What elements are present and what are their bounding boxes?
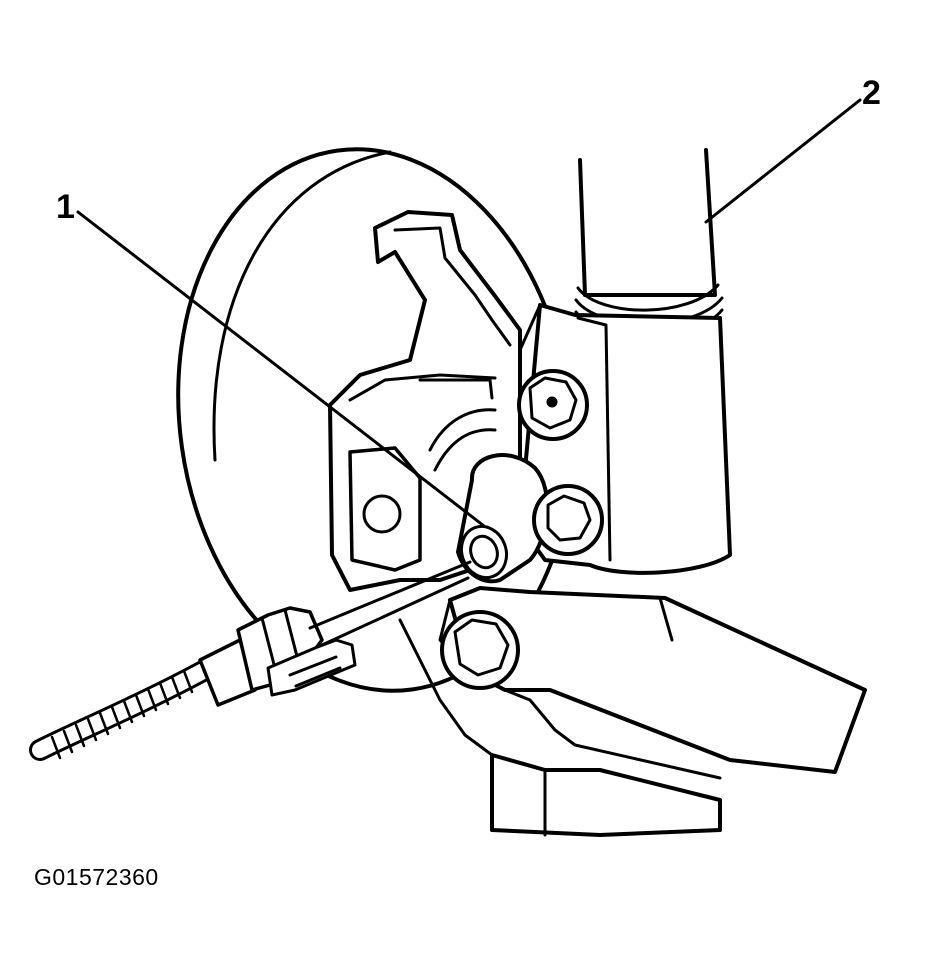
left-bolt-boss [348,446,422,572]
callout-1-leader [76,210,486,528]
brake-cable [29,659,216,761]
cable-strand-lower [320,576,470,647]
lower-strut-bolt [532,484,604,556]
callout-2-label: 2 [862,74,881,112]
cable-strand [308,560,472,630]
figure-id: G01572360 [34,864,159,890]
mounting-block [398,618,722,837]
callout-2-leader [704,98,862,224]
callout-1-label: 1 [56,188,75,226]
control-arm [438,586,867,780]
upper-strut-bolt [517,369,589,441]
cable-fitting [456,453,550,584]
strut-tube [574,148,724,338]
arm-pivot-bolt [440,610,520,690]
